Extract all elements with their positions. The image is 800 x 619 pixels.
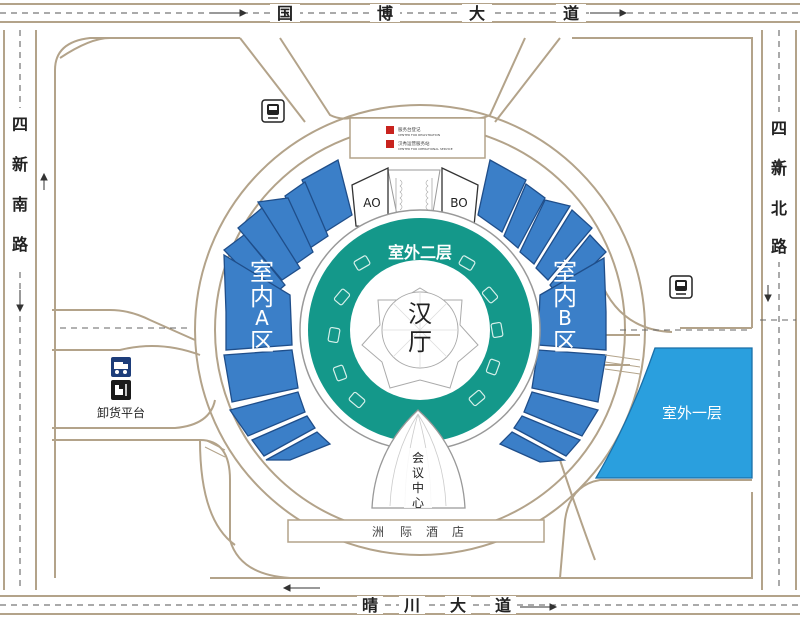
outdoor-first-floor: 室外一层 <box>594 347 753 479</box>
road-top-char-4: 道 <box>563 4 579 23</box>
indoor-a-char-2: 内 <box>250 283 274 311</box>
road-bottom-char-2: 川 <box>403 596 420 615</box>
indoor-b-char-3: B <box>558 306 572 330</box>
indoor-b-char-4: 区 <box>553 328 577 356</box>
hotel-strip: 洲 际 酒 店 <box>287 519 545 543</box>
truck-icon <box>111 357 131 377</box>
han-hall-char-2: 厅 <box>408 328 432 356</box>
road-dashes <box>60 319 796 331</box>
indoor-b-hall <box>477 159 607 463</box>
hotel-char-3: 酒 <box>426 525 438 539</box>
conference-char-3: 中 <box>412 480 424 495</box>
road-left-char-4: 路 <box>12 235 29 254</box>
conference-char-2: 议 <box>412 466 424 480</box>
notice-cn-2: 汉秀运营服务站 <box>398 140 430 147</box>
top-service-building: 服务台登记 CENTER FOR REGISTRATION 汉秀运营服务站 CE… <box>349 117 486 159</box>
road-bottom-char-3: 大 <box>450 596 466 615</box>
road-bottom-char-4: 道 <box>495 596 511 615</box>
outdoor-second-floor-label: 室外二层 <box>388 243 452 262</box>
indoor-a-char-1: 室 <box>250 258 274 286</box>
road-right-char-3: 北 <box>771 199 787 218</box>
conference-center <box>371 409 466 509</box>
road-label-top: 国 博 大 道 <box>270 4 586 23</box>
road-label-left: 四 新 南 路 <box>6 108 34 272</box>
court-markers <box>327 255 504 409</box>
road-top-char-1: 国 <box>277 4 293 23</box>
hotel-char-2: 际 <box>400 525 412 539</box>
indoor-a-hall <box>223 159 353 461</box>
metro-icon <box>261 99 285 123</box>
direction-arrows <box>16 9 783 611</box>
hotel-char-1: 洲 <box>372 525 384 539</box>
indoor-b-char-1: 室 <box>553 258 577 286</box>
road-left-char-1: 四 <box>12 115 28 134</box>
conference-char-1: 会 <box>412 451 424 465</box>
notice-en-1: CENTER FOR REGISTRATION <box>398 133 440 137</box>
bo-label: BO <box>450 196 467 210</box>
forklift-icon <box>111 380 131 400</box>
conference-char-4: 心 <box>412 496 424 510</box>
road-bottom-char-1: 晴 <box>362 596 378 615</box>
road-label-right: 四 新 北 路 <box>765 112 793 262</box>
hotel-char-4: 店 <box>452 525 464 539</box>
road-top-char-2: 博 <box>377 4 393 23</box>
indoor-a-char-3: A <box>255 306 269 330</box>
han-hall-char-1: 汉 <box>408 300 432 328</box>
metro-icon <box>669 275 693 299</box>
entrance-stripes <box>204 354 641 458</box>
indoor-a-char-4: 区 <box>250 328 274 356</box>
road-right-char-1: 四 <box>771 119 787 138</box>
road-right-char-4: 路 <box>771 237 788 256</box>
road-left-char-2: 新 <box>12 155 28 174</box>
road-top-char-3: 大 <box>469 4 485 23</box>
outdoor-first-floor-label: 室外一层 <box>662 404 722 422</box>
notice-cn-1: 服务台登记 <box>398 126 421 133</box>
notice-en-2: CENTER FOR OPERATIONAL SERVICE <box>398 147 453 151</box>
road-label-bottom: 晴 川 大 道 <box>357 596 516 615</box>
unloading-platform-label: 卸货平台 <box>97 405 145 420</box>
ao-label: AO <box>363 196 380 210</box>
indoor-b-char-2: 内 <box>553 283 577 311</box>
road-left-char-3: 南 <box>12 195 28 214</box>
